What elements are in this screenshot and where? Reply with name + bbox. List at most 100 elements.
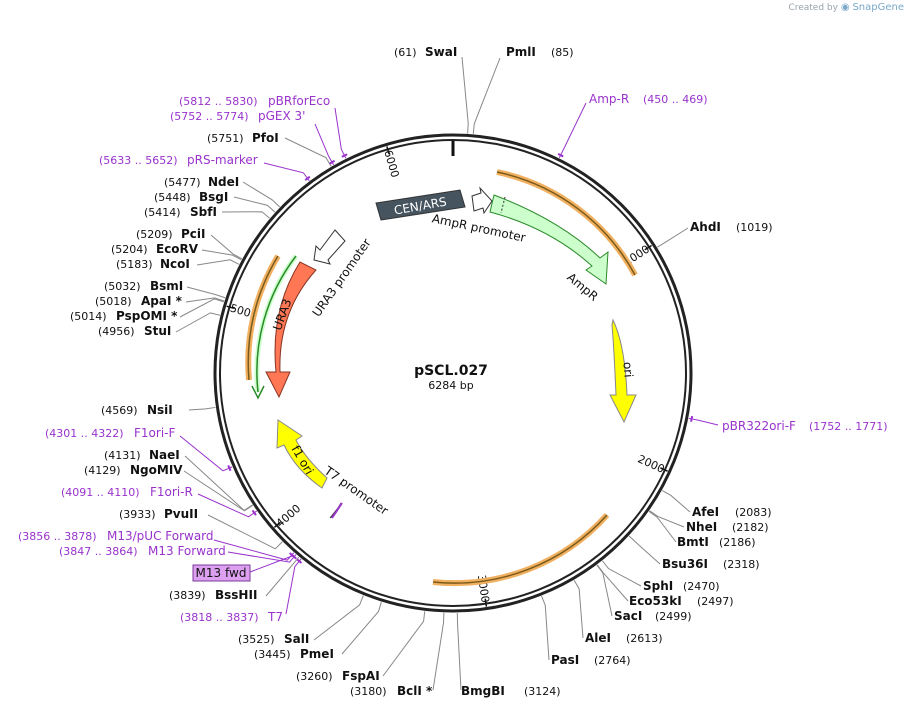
primer-coord-amp-r: (450 .. 469) (643, 93, 708, 106)
site-coord-afei: (2083) (735, 506, 772, 519)
leader-line (313, 595, 364, 641)
site-coord-ngomiv: (4129) (84, 464, 121, 477)
primer-label-pbrforeco[interactable]: pBRforEco (268, 94, 330, 108)
ampr-promoter-feature[interactable] (471, 186, 493, 215)
site-coord-ecorv: (5204) (111, 243, 148, 256)
primer-label-pbr322ori-f[interactable]: pBR322ori-F (722, 419, 796, 433)
site-label-bsmi[interactable]: BsmI (150, 279, 183, 293)
cen-ars-feature[interactable] (375, 189, 466, 221)
leader-line (196, 259, 240, 266)
primer-label-f1ori-r[interactable]: F1ori-R (150, 485, 193, 499)
site-label-ngomiv[interactable]: NgoMIV (130, 463, 183, 477)
orange-arc-top-inner (496, 171, 636, 276)
site-label-ahdi[interactable]: AhdI (690, 220, 721, 234)
primer-label-m13-puc-forward[interactable]: M13/pUC Forward (107, 529, 214, 543)
site-coord-pspomi: (5014) (70, 310, 107, 323)
site-label-sphi[interactable]: SphI (643, 579, 673, 593)
site-label-afei[interactable]: AfeI (692, 505, 719, 519)
leader-line (263, 162, 310, 182)
site-label-saci[interactable]: SacI (614, 609, 642, 623)
plasmid-length: 6284 bp (428, 379, 473, 392)
site-coord-alei: (2613) (626, 632, 663, 645)
ura3-label: URA3 (270, 297, 294, 332)
ura3-promoter-feature[interactable] (313, 229, 346, 265)
leader-line (179, 298, 224, 318)
primer-label-f1ori-f[interactable]: F1ori-F (134, 426, 175, 440)
site-label-bmgbi[interactable]: BmgBI (461, 684, 505, 698)
site-label-ncoi[interactable]: NcoI (160, 257, 190, 271)
leader-line (213, 539, 295, 561)
leader-line (175, 312, 221, 333)
site-label-pspomi[interactable]: PspOMI * (116, 309, 178, 323)
ampr-dashed-start (500, 196, 506, 214)
leader-line (233, 196, 276, 213)
primer-label-amp-r[interactable]: Amp-R (589, 92, 629, 106)
leader-line (314, 123, 334, 166)
site-label-bsu36i[interactable]: Bsu36I (662, 557, 708, 571)
site-coord-stui: (4956) (98, 325, 135, 338)
leader-line (472, 57, 501, 134)
leader-line (596, 564, 613, 617)
site-label-nhei[interactable]: NheI (686, 520, 717, 534)
site-label-stui[interactable]: StuI (144, 324, 171, 338)
site-label-bmti[interactable]: BmtI (677, 535, 709, 549)
primer-coord-m13-puc-forward: (3856 .. 3878) (18, 530, 97, 543)
site-coord-bsgi: (5448) (154, 191, 191, 204)
site-label-pvuii[interactable]: PvuII (164, 507, 198, 521)
tick-label-6000: 6000 (381, 149, 401, 180)
site-label-fspai[interactable]: FspAI (342, 669, 380, 683)
ori-feature[interactable] (609, 318, 637, 424)
f1-ori-feature[interactable] (276, 419, 328, 489)
primer-binding-mark (341, 153, 348, 158)
primer-label-pgex3[interactable]: pGEX 3' (258, 109, 305, 123)
m13-fwd-box[interactable] (192, 564, 251, 582)
leader-line (334, 107, 347, 159)
site-label-pfoi[interactable]: PfoI (252, 131, 279, 145)
primer-binding-mark (304, 175, 311, 181)
leader-line (688, 417, 719, 426)
site-label-bsshii[interactable]: BssHII (215, 588, 257, 602)
site-label-sbfi[interactable]: SbfI (190, 205, 217, 219)
primer-coord-pbr322ori-f: (1752 .. 1771) (809, 420, 888, 433)
site-label-pmli[interactable]: PmlI (506, 45, 536, 59)
site-label-swai[interactable]: SwaI (425, 45, 457, 59)
leader-line (382, 611, 426, 677)
ura3-feature[interactable] (265, 261, 317, 399)
site-coord-sbfi: (5414) (144, 206, 181, 219)
primer-label-t7[interactable]: T7 (267, 610, 283, 624)
site-coord-pfoi: (5751) (207, 132, 244, 145)
site-label-eco53ki[interactable]: Eco53kI (629, 594, 682, 608)
site-label-bsgi[interactable]: BsgI (199, 190, 228, 204)
credit-prefix: Created by (788, 3, 838, 13)
leader-lines (175, 56, 719, 691)
site-label-pmei[interactable]: PmeI (300, 647, 334, 661)
ampr-feature[interactable] (489, 194, 609, 285)
site-label-ndei[interactable]: NdeI (208, 175, 239, 189)
leader-line (661, 490, 691, 513)
tick-mark-3000 (484, 598, 488, 607)
annotation-labels: (61) SwaI PmlI (85) (5812 .. 5830) pBRfo… (18, 45, 888, 698)
leader-line (207, 514, 283, 550)
primer-coord-pbrforeco: (5812 .. 5830) (179, 95, 258, 108)
primer-label-prs-marker[interactable]: pRS-marker (187, 153, 258, 167)
green-arc-head (251, 385, 265, 400)
site-label-alei[interactable]: AleI (585, 631, 611, 645)
site-label-pasi[interactable]: PasI (551, 653, 579, 667)
leader-line (602, 560, 642, 587)
primer-label-m13-forward[interactable]: M13 Forward (148, 544, 226, 558)
leader-line (221, 211, 270, 219)
site-coord-pmei: (3445) (254, 648, 291, 661)
site-label-nsii[interactable]: NsiI (147, 403, 173, 417)
site-label-naei[interactable]: NaeI (149, 448, 180, 462)
site-label-apai[interactable]: ApaI * (141, 294, 183, 308)
site-label-ecorv[interactable]: EcoRV (156, 242, 199, 256)
site-coord-bsshii: (3839) (169, 589, 206, 602)
site-label-pcii[interactable]: PciI (181, 227, 206, 241)
tick-label-4000: 4000 (274, 502, 304, 530)
m13-fwd-connector (249, 555, 293, 573)
site-label-sali[interactable]: SalI (284, 632, 309, 646)
primer-binding-mark (690, 415, 694, 422)
site-label-bcli[interactable]: BclI * (397, 684, 433, 698)
leader-line (186, 286, 226, 299)
